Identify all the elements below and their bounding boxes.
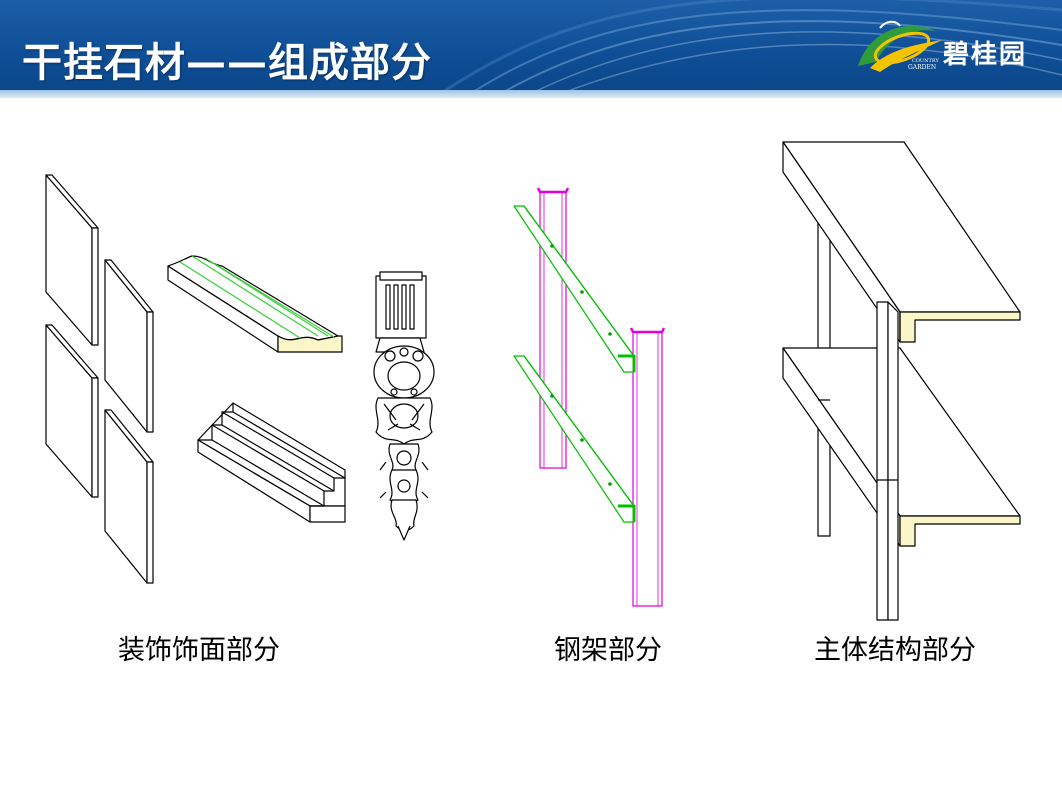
header-wave-decoration <box>439 0 1062 94</box>
country-garden-logo-icon: COUNTRY GARDEN <box>858 20 942 72</box>
stone-panels-drawing <box>45 174 154 584</box>
caption-decorative-facing: 装饰饰面部分 <box>118 635 280 666</box>
logo-text-garden: GARDEN <box>908 64 936 71</box>
page-title: 干挂石材——组成部分 <box>22 40 432 86</box>
curved-moulding-drawing <box>167 255 343 353</box>
header-divider <box>0 90 1062 98</box>
steel-frame-drawing <box>513 187 666 607</box>
stepped-moulding-drawing <box>197 402 346 523</box>
main-structure-drawing <box>782 141 1021 621</box>
header-bar: 干挂石材——组成部分 COUNTRY GARDEN 碧桂园 <box>0 0 1062 94</box>
brand-name: 碧桂园 <box>943 40 1028 70</box>
carved-ornament-drawing <box>373 271 435 541</box>
caption-main-structure: 主体结构部分 <box>814 635 976 666</box>
caption-steel-frame: 钢架部分 <box>554 635 662 666</box>
logo-text-country: COUNTRY <box>912 58 939 64</box>
